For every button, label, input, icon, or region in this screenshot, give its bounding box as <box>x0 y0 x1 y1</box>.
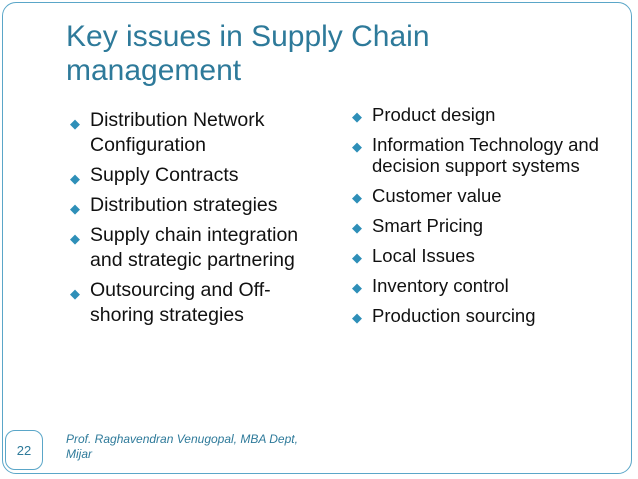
list-item: ◆ Distribution strategies <box>70 193 332 218</box>
list-item-text: Local Issues <box>372 245 475 266</box>
slide-title: Key issues in Supply Chain management <box>66 20 430 87</box>
list-item-text: Information Technology and decision supp… <box>372 134 599 176</box>
bullet-icon: ◆ <box>352 190 362 205</box>
bullet-icon: ◆ <box>70 231 80 246</box>
bullet-icon: ◆ <box>352 250 362 265</box>
list-item-text: Inventory control <box>372 275 509 296</box>
bullet-icon: ◆ <box>70 116 80 131</box>
list-item: ◆ Outsourcing and Off-shoring strategies <box>70 278 332 328</box>
bullet-icon: ◆ <box>70 171 80 186</box>
list-item: ◆ Supply chain integration and strategic … <box>70 223 332 273</box>
list-item-text: Distribution Network Configuration <box>90 109 265 156</box>
right-bullet-list: ◆ Product design ◆ Information Technology … <box>352 104 622 335</box>
list-item: ◆ Production sourcing <box>352 305 622 326</box>
list-item: ◆ Information Technology and decision sup… <box>352 134 622 176</box>
bullet-icon: ◆ <box>352 220 362 235</box>
list-item: ◆ Local Issues <box>352 245 622 266</box>
slide-frame <box>2 2 632 474</box>
bullet-icon: ◆ <box>70 201 80 216</box>
page-number: 22 <box>5 430 43 470</box>
bullet-icon: ◆ <box>352 310 362 325</box>
list-item: ◆ Product design <box>352 104 622 125</box>
list-item: ◆ Smart Pricing <box>352 215 622 236</box>
left-bullet-list: ◆ Distribution Network Configuration ◆ Sup… <box>70 108 332 333</box>
list-item-text: Smart Pricing <box>372 215 484 236</box>
bullet-icon: ◆ <box>352 139 362 154</box>
bullet-icon: ◆ <box>70 286 80 301</box>
bullet-icon: ◆ <box>352 280 362 295</box>
list-item-text: Production sourcing <box>372 305 536 326</box>
list-item-text: Outsourcing and Off-shoring strategies <box>90 279 271 326</box>
list-item: ◆ Distribution Network Configuration <box>70 108 332 158</box>
list-item-text: Distribution strategies <box>90 194 278 216</box>
slide-footer: Prof. Raghavendran Venugopal, MBA Dept, … <box>66 432 298 461</box>
list-item: ◆ Inventory control <box>352 275 622 296</box>
list-item: ◆ Customer value <box>352 185 622 206</box>
list-item-text: Supply chain integration and strategic p… <box>90 224 299 271</box>
list-item: ◆ Supply Contracts <box>70 163 332 188</box>
list-item-text: Supply Contracts <box>90 164 239 186</box>
bullet-icon: ◆ <box>352 109 362 124</box>
list-item-text: Product design <box>372 104 496 125</box>
list-item-text: Customer value <box>372 185 502 206</box>
